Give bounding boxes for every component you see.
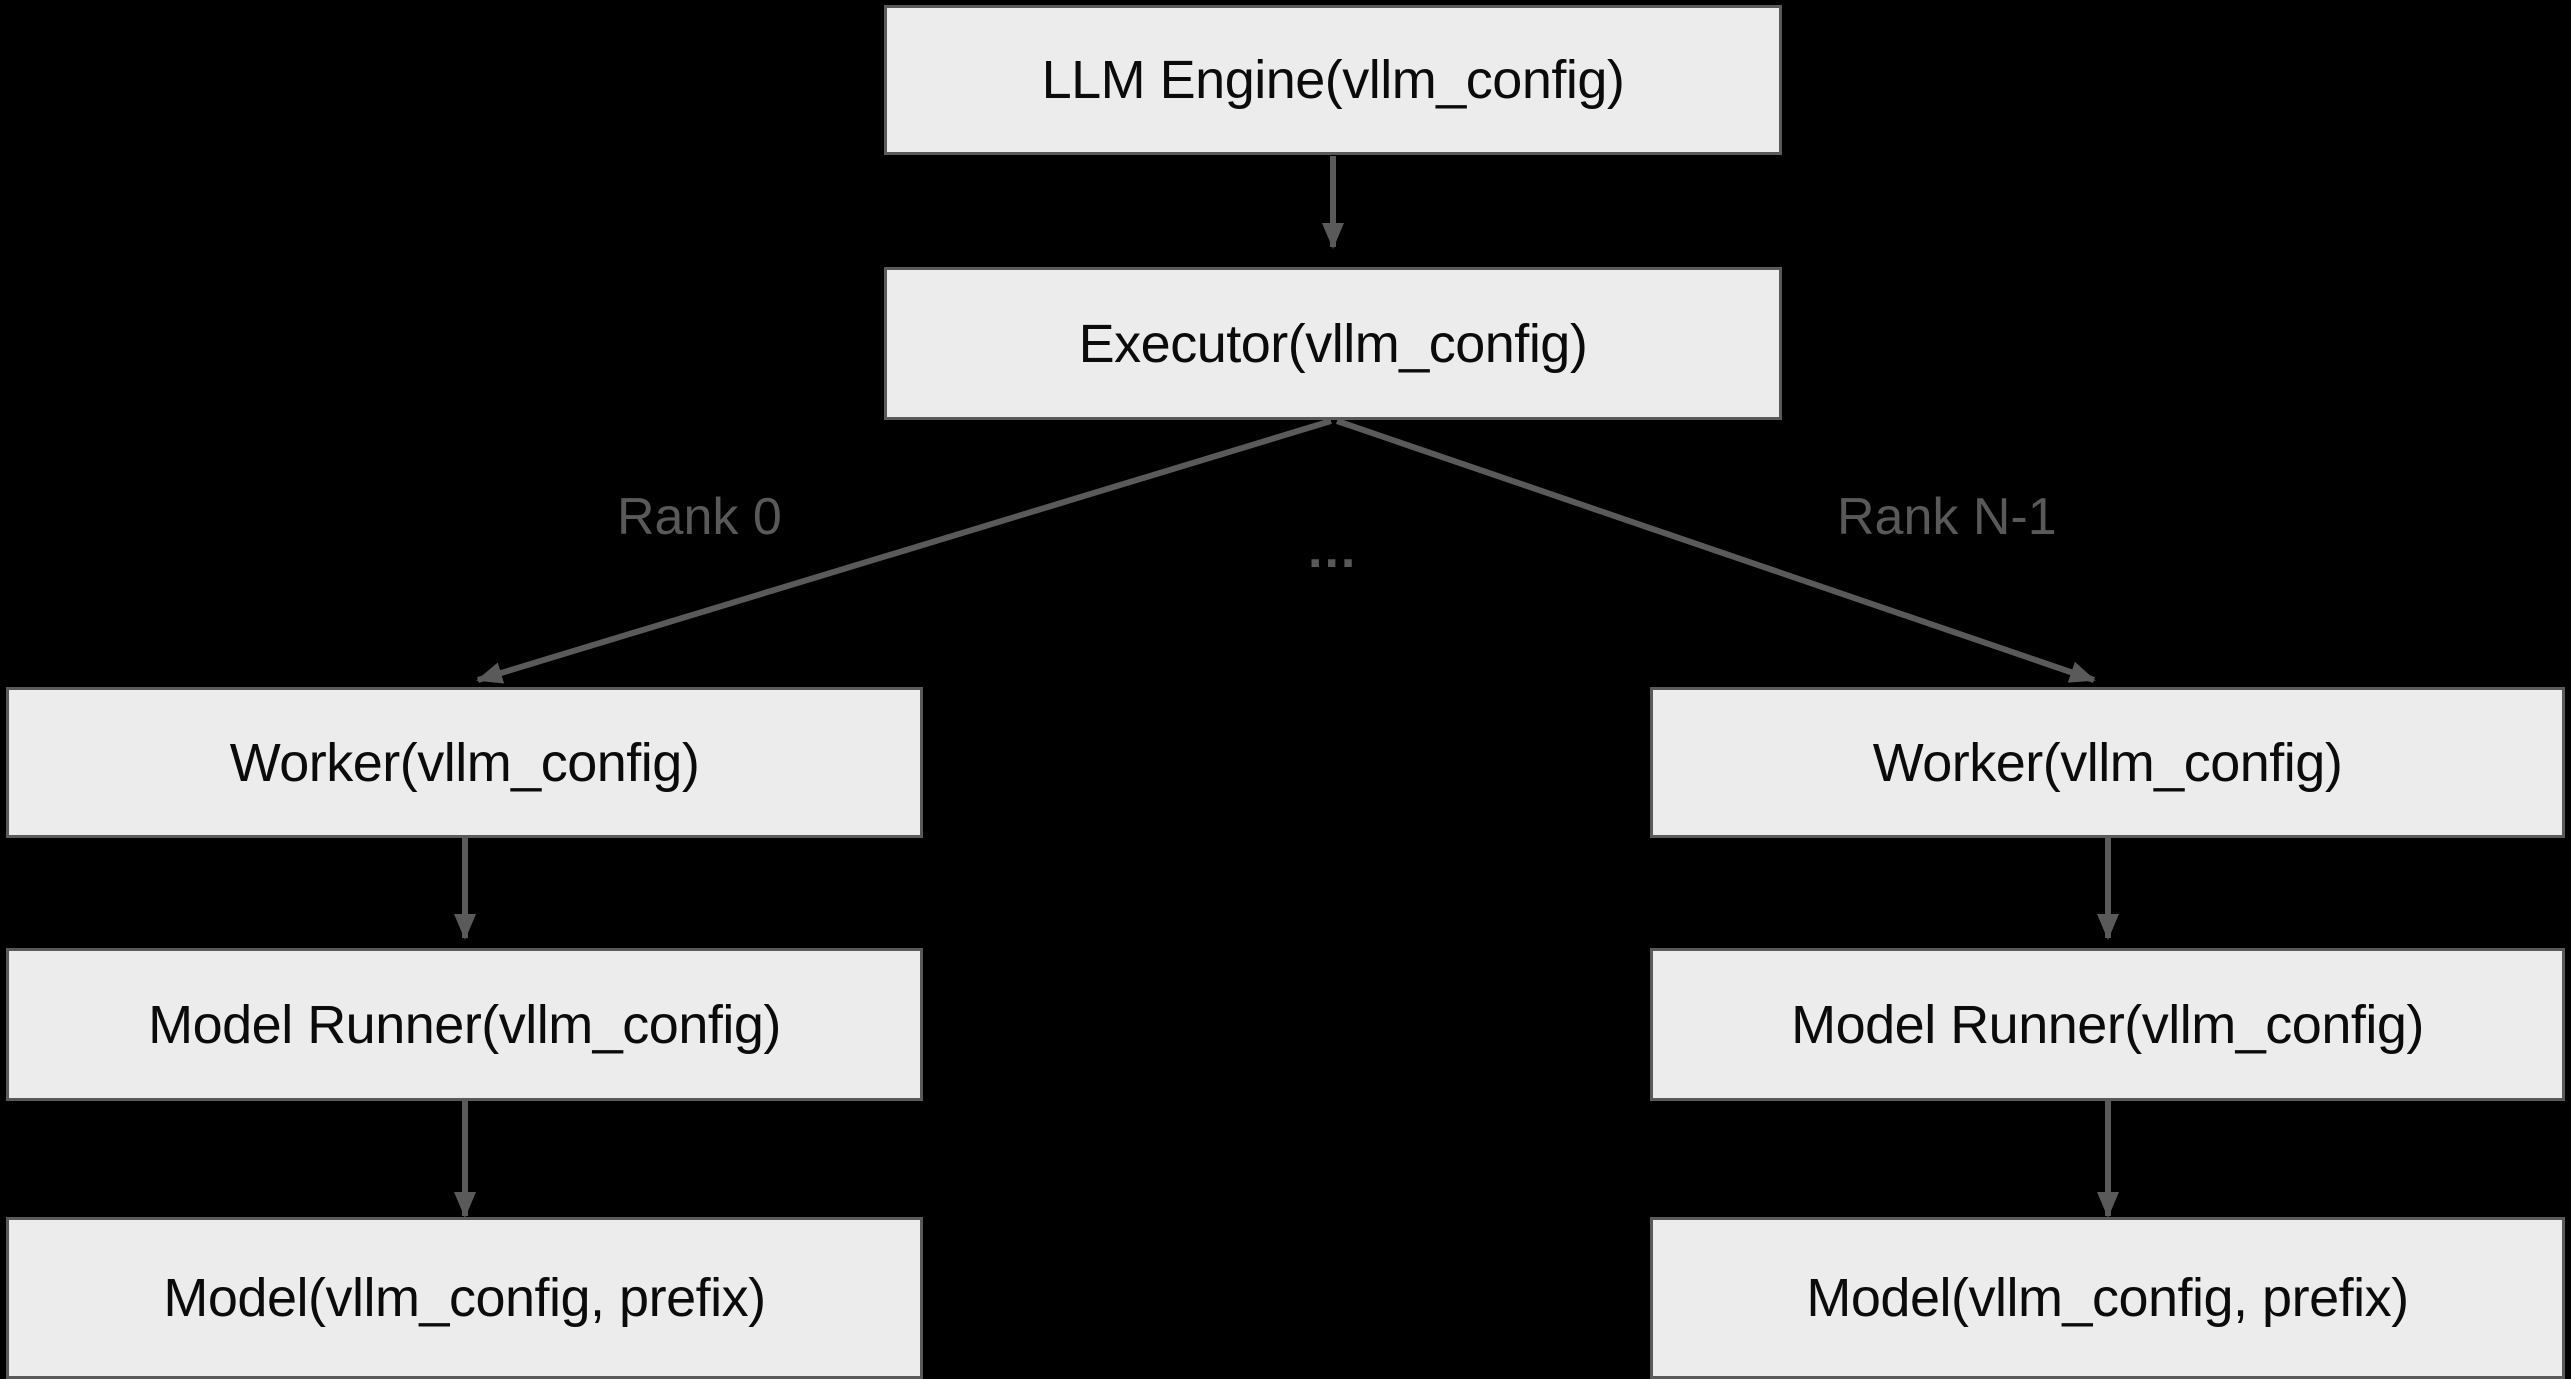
edge-label-rank0: Rank 0 [617, 488, 782, 546]
node-model-runner-rankn[interactable]: Model Runner(vllm_config) [1650, 948, 2565, 1101]
node-executor-label: Executor(vllm_config) [1078, 313, 1588, 374]
node-model-rankn[interactable]: Model(vllm_config, prefix) [1650, 1217, 2565, 1379]
node-llm-engine[interactable]: LLM Engine(vllm_config) [884, 5, 1782, 155]
node-model-runner-rankn-label: Model Runner(vllm_config) [1791, 994, 2424, 1055]
edge-executor-to-worker-rank0-line [476, 418, 1332, 684]
node-model-rankn-label: Model(vllm_config, prefix) [1806, 1268, 2409, 1328]
node-worker-rank0-label: Worker(vllm_config) [229, 732, 700, 793]
node-worker-rankn-label: Worker(vllm_config) [1872, 732, 2343, 793]
node-model-rank0-label: Model(vllm_config, prefix) [163, 1268, 766, 1328]
node-worker-rank0[interactable]: Worker(vllm_config) [6, 687, 923, 838]
node-worker-rankn[interactable]: Worker(vllm_config) [1650, 687, 2565, 838]
node-model-runner-rank0-label: Model Runner(vllm_config) [148, 994, 781, 1055]
node-model-rank0[interactable]: Model(vllm_config, prefix) [6, 1217, 923, 1379]
edge-executor-to-worker-rankn [1336, 418, 2096, 683]
node-executor[interactable]: Executor(vllm_config) [884, 267, 1782, 420]
edge-label-ellipsis: ... [1308, 521, 1358, 579]
node-llm-engine-label: LLM Engine(vllm_config) [1041, 50, 1625, 110]
edge-label-rank-n-minus-1: Rank N-1 [1837, 488, 2057, 546]
node-model-runner-rank0[interactable]: Model Runner(vllm_config) [6, 948, 923, 1101]
